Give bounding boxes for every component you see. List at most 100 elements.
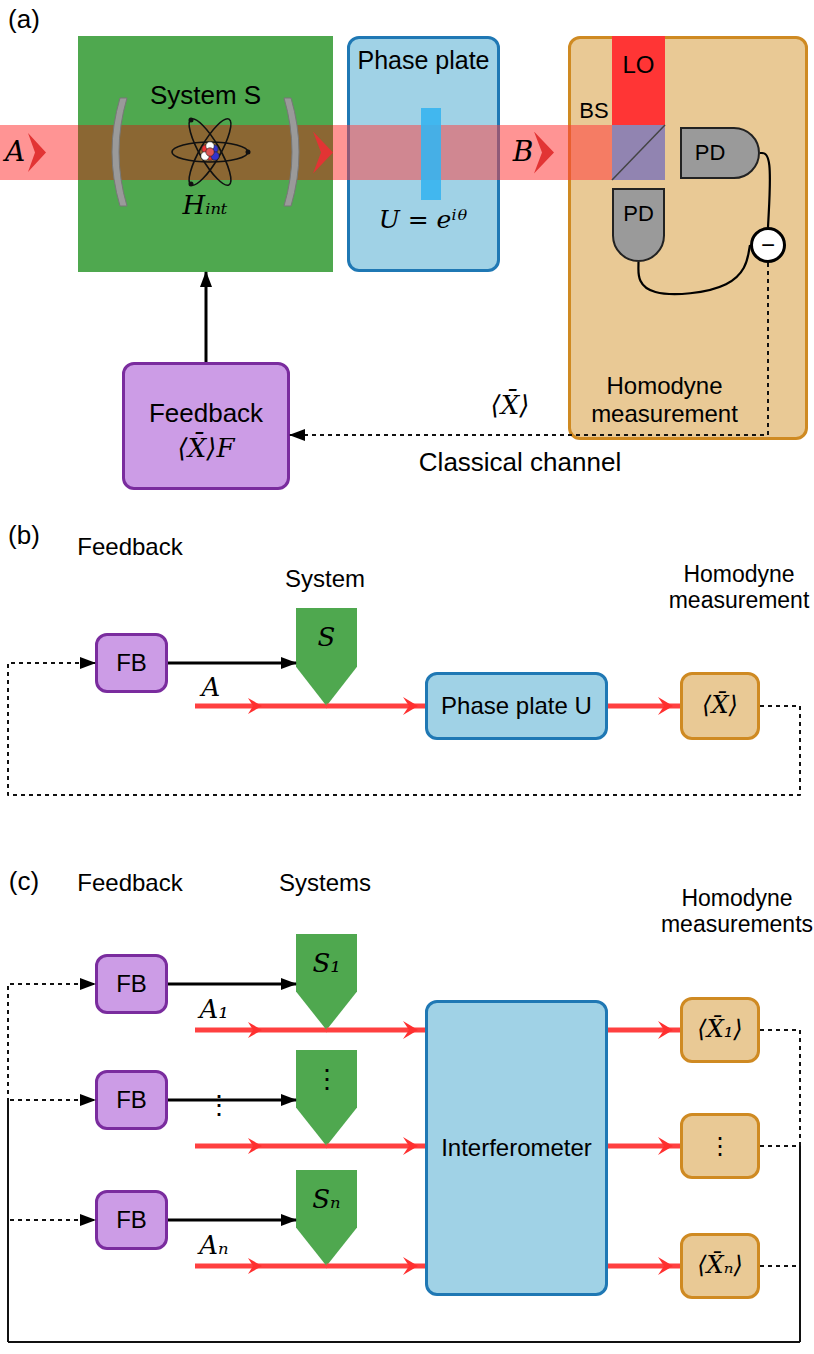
light-beam xyxy=(333,125,347,180)
node-text: S₁ xyxy=(312,949,340,979)
text-holder: S₁ xyxy=(296,944,357,984)
electron xyxy=(189,118,194,123)
signal-wire xyxy=(638,245,750,294)
signal-label: ⟨X̄⟩ xyxy=(491,391,530,421)
beam-label: A xyxy=(202,673,221,703)
node-text: PD xyxy=(623,201,654,226)
node-text: ⋮ xyxy=(314,1065,340,1095)
beam-chevron xyxy=(248,698,262,714)
node-illustration xyxy=(78,36,333,272)
text-holder: ⋮ xyxy=(296,1058,357,1102)
phase-plate xyxy=(421,108,441,200)
label-holder: ⟨X̄⟩ xyxy=(478,388,542,424)
label-holder: Aₙ xyxy=(194,1230,234,1262)
control-arrow xyxy=(168,1099,296,1102)
node-text: Homodyne measurement xyxy=(569,372,760,427)
ellipsis: ⋮ xyxy=(206,1091,232,1121)
text-holder: ⋮ xyxy=(680,1113,760,1179)
beam-splitter xyxy=(612,125,665,180)
beam-line xyxy=(195,1144,327,1149)
optics-box: Phase plate U = eⁱᶿ xyxy=(347,36,500,272)
system-pentagon-shape xyxy=(296,1170,357,1266)
text-holder: System S xyxy=(88,76,323,116)
node-heading: Feedback xyxy=(149,399,263,429)
feedback-box: FB xyxy=(95,1070,168,1130)
label-holder: B xyxy=(508,134,538,170)
system-pentagon: Sₙ xyxy=(296,1170,357,1266)
text-holder: PD xyxy=(680,135,740,171)
node-text: ⟨X̄⟩ xyxy=(702,692,738,720)
node-text: Phase plate U xyxy=(441,692,592,720)
measurement-box: ⋮ xyxy=(680,1113,760,1179)
system-pentagon: SystemS xyxy=(296,608,357,706)
electron-orbit xyxy=(182,114,237,190)
node-heading: Feedback xyxy=(77,533,182,561)
text-holder: Sₙ xyxy=(296,1180,357,1220)
label-holder: A xyxy=(2,134,28,170)
text-holder: PD xyxy=(612,196,665,232)
beam-chevron xyxy=(248,1138,262,1154)
beamsplitter-label: BS xyxy=(579,98,608,123)
text-holder: Phase plate U xyxy=(425,672,608,740)
node-heading: Homodyne measurements xyxy=(658,885,814,938)
text-holder: Interferometer xyxy=(425,1000,608,1296)
node-text: ⟨X̄₁⟩ xyxy=(697,1016,742,1044)
light-beam xyxy=(500,125,568,180)
node-text: FB xyxy=(116,649,147,677)
text-holder: S xyxy=(296,618,357,658)
cavity-mirror xyxy=(284,98,299,206)
beam-label: B xyxy=(513,136,534,168)
node-text: FB xyxy=(116,1206,147,1234)
node-heading: Systems xyxy=(279,869,371,897)
light-beam xyxy=(327,1264,426,1269)
light-beam xyxy=(327,704,426,709)
beam-splitter-diagonal xyxy=(612,125,665,180)
beam-chevron xyxy=(28,133,46,172)
photodiode: PD xyxy=(612,188,665,262)
node-heading: System S xyxy=(150,81,261,111)
node-text: Sₙ xyxy=(312,1185,340,1215)
light-beam xyxy=(327,1144,426,1149)
node-text: ⟨X̄⟩F xyxy=(178,434,235,464)
panel-label: (a) xyxy=(8,5,40,35)
system-pentagon: SystemsS₁ xyxy=(296,934,357,1030)
local-oscillator: LO xyxy=(612,36,665,180)
node-heading: Phase plate xyxy=(357,46,489,75)
text-holder: Homodyne measurements xyxy=(658,880,814,942)
light-beam xyxy=(327,1028,426,1033)
text-holder: Phase plate xyxy=(350,42,497,78)
text-holder: Feedback xyxy=(55,530,205,564)
electron xyxy=(189,182,194,187)
text-holder: U = eⁱᶿ xyxy=(352,200,495,240)
node-text: U = eⁱᶿ xyxy=(379,206,469,235)
label-holder: (b) xyxy=(2,520,46,552)
text-holder: ⟨X̄ₙ⟩ xyxy=(680,1233,760,1299)
nucleus xyxy=(206,148,214,156)
beam-label: A₁ xyxy=(199,995,228,1025)
electron xyxy=(246,150,251,155)
feedback-box: Feedback ⟨X̄⟩F xyxy=(122,362,290,490)
text-holder: FB xyxy=(95,633,168,693)
text-holder: ⟨X̄₁⟩ xyxy=(680,997,760,1063)
feedback-box: FeedbackFB xyxy=(95,954,168,1014)
system-pentagon-shape xyxy=(296,934,357,1030)
system-pentagon: ⋮ xyxy=(296,1050,357,1146)
text-holder: LO xyxy=(612,48,665,82)
node-text: Interferometer xyxy=(441,1134,592,1162)
label-holder: (a) xyxy=(2,4,46,36)
text-holder: Feedback xyxy=(126,396,286,432)
classical-channel xyxy=(290,263,768,435)
classical-channel xyxy=(8,984,800,1342)
light-beam xyxy=(568,125,612,180)
text-holder: FB xyxy=(95,954,168,1014)
node-text: − xyxy=(761,231,775,259)
optics-box: Interferometer xyxy=(425,1000,608,1296)
feedback-box: FeedbackFB xyxy=(95,633,168,693)
measurement-box: LO PD PD − Homodyne measurement xyxy=(568,36,808,440)
electron-orbit xyxy=(172,142,248,162)
classical-channel xyxy=(8,1220,800,1342)
node-text: Hᵢₙₜ xyxy=(183,191,228,221)
cavity-mirror xyxy=(112,98,127,206)
signal-wire xyxy=(760,153,770,227)
